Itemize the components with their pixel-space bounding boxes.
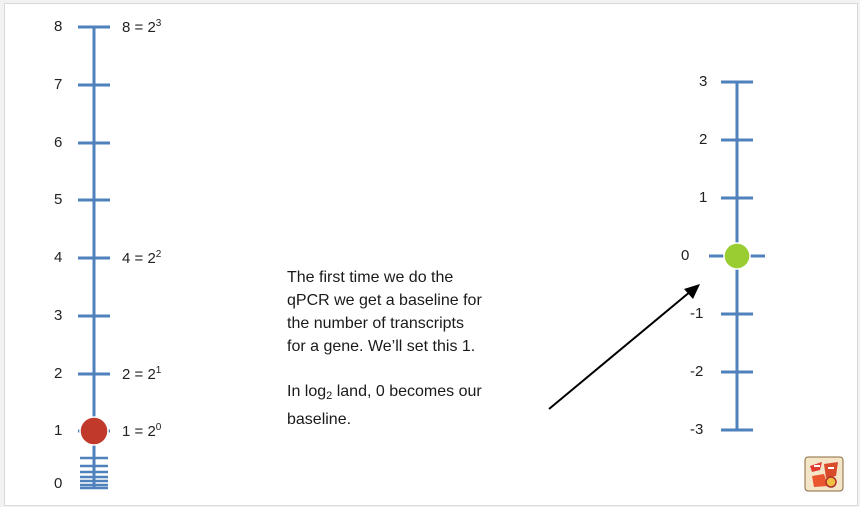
arrow-head [684, 284, 700, 299]
note-line-2: qPCR we get a baseline for [287, 292, 482, 309]
note-line-5: In log2 land, 0 becomes our [287, 383, 482, 402]
power-label-2: 2 = 21 [122, 365, 162, 383]
left-baseline-marker [79, 416, 109, 446]
right-tick-label-minus1: -1 [690, 305, 704, 322]
right-tick-label-3: 3 [699, 73, 708, 90]
note-line-6: baseline. [287, 411, 352, 428]
left-axis-minor-ticks [80, 456, 108, 490]
statquest-logo-icon [804, 456, 844, 492]
left-tick-label-2: 2 [54, 365, 63, 382]
right-tick-label-minus2: -2 [690, 363, 704, 380]
note-line-4: for a gene. We’ll set this 1. [287, 338, 476, 355]
right-tick-label-2: 2 [699, 131, 708, 148]
left-tick-label-1: 1 [54, 422, 63, 439]
right-baseline-marker [723, 242, 751, 270]
left-tick-label-6: 6 [54, 134, 63, 151]
left-tick-label-7: 7 [54, 76, 63, 93]
power-label-1: 1 = 20 [122, 422, 162, 440]
left-tick-label-5: 5 [54, 191, 63, 208]
note-line-1: The first time we do the [287, 269, 454, 286]
left-tick-label-8: 8 [54, 18, 63, 35]
right-axis-ticks [709, 80, 765, 432]
right-tick-label-minus3: -3 [690, 421, 704, 438]
right-tick-label-1: 1 [699, 189, 708, 206]
right-tick-label-0: 0 [681, 247, 690, 264]
left-tick-label-3: 3 [54, 307, 63, 324]
left-tick-label-0: 0 [54, 475, 63, 492]
baseline-note: The first time we do the qPCR we get a b… [287, 266, 557, 431]
left-tick-label-4: 4 [54, 249, 63, 266]
power-label-8: 8 = 23 [122, 18, 162, 36]
arrow-line [548, 290, 692, 410]
note-line-3: the number of transcripts [287, 315, 464, 332]
power-label-4: 4 = 22 [122, 249, 162, 267]
